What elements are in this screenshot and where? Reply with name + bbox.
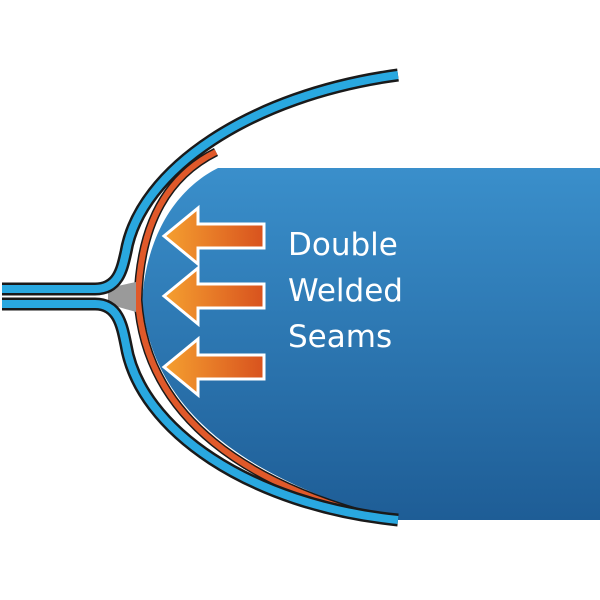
arrow-icon bbox=[161, 335, 266, 399]
arrow-icon bbox=[161, 204, 266, 268]
arrow-icon bbox=[161, 264, 266, 328]
boat-body bbox=[142, 168, 600, 520]
label-line-2: Welded bbox=[288, 273, 403, 309]
label-line-3: Seams bbox=[288, 319, 393, 355]
outer-shell bbox=[2, 68, 399, 527]
label-line-1: Double bbox=[288, 227, 398, 263]
